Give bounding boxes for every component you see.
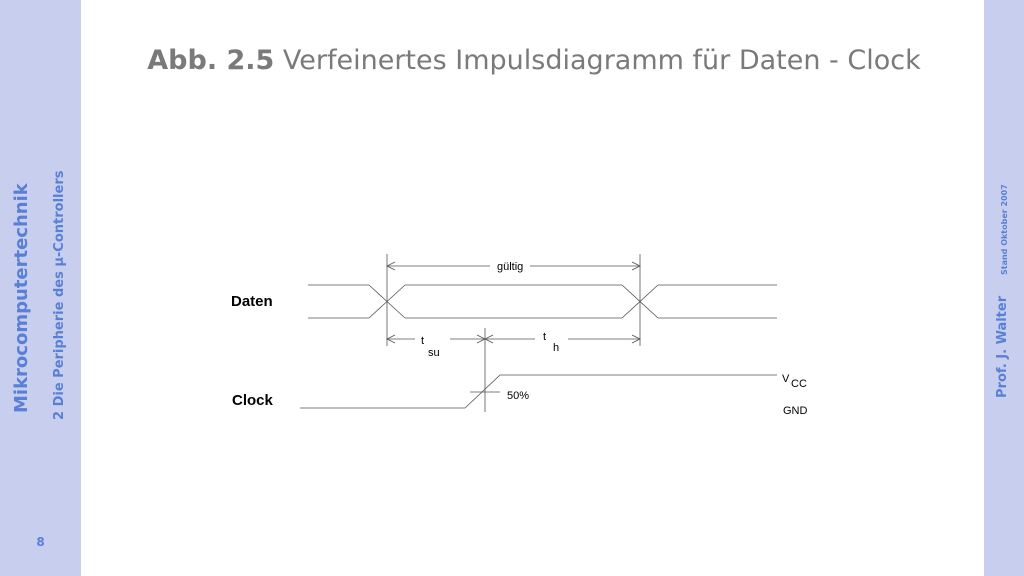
- vcc-subscript: CC: [791, 378, 807, 390]
- clock-waveform: [300, 374, 777, 409]
- page-number: 8: [36, 535, 45, 549]
- vcc-label: V: [782, 373, 790, 385]
- figure-caption: Verfeinertes Impulsdiagramm für Daten - …: [282, 45, 921, 76]
- figure-number: Abb. 2.5: [147, 45, 275, 76]
- th-arrowhead-left: [484, 334, 494, 344]
- right-sidebar: [984, 0, 1024, 576]
- left-sidebar: [0, 0, 81, 576]
- clock-label: Clock: [232, 392, 274, 409]
- gnd-label: GND: [783, 405, 808, 417]
- th-arrowhead-right: [631, 334, 641, 344]
- slide-title: Abb. 2.5 Verfeinertes Impulsdiagramm für…: [120, 44, 948, 78]
- valid-arrowhead-right: [631, 261, 641, 271]
- th-subscript: h: [553, 342, 559, 354]
- tsu-arrowhead-left: [386, 334, 396, 344]
- valid-arrowhead-left: [386, 261, 396, 271]
- tsu-label: t: [421, 335, 424, 347]
- valid-label: gültig: [497, 261, 523, 273]
- threshold-label: 50%: [507, 390, 529, 402]
- tsu-subscript: su: [428, 347, 440, 359]
- daten-label: Daten: [231, 293, 273, 310]
- th-label: t: [543, 331, 546, 343]
